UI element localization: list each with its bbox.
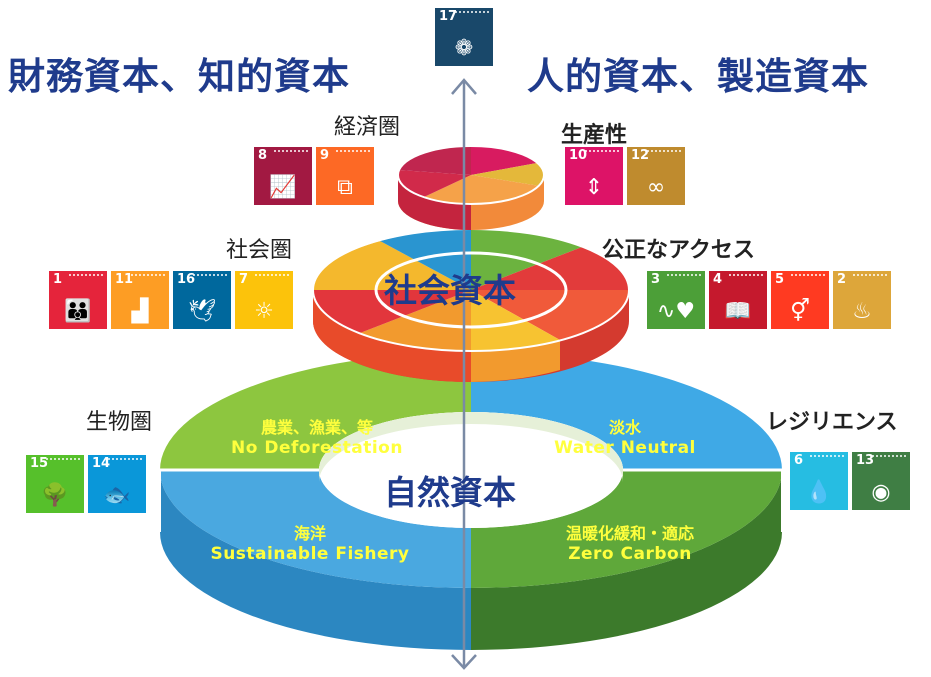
quadrant-bottom-left-label: 海洋 Sustainable Fishery	[180, 520, 440, 564]
sdg-goal-16-number: 16	[177, 272, 196, 287]
people-icon: 👪	[64, 299, 92, 324]
quadrant-bottom-left-en: Sustainable Fishery	[210, 544, 410, 564]
quadrant-top-left-label: 農業、漁業、等 No Deforestation	[192, 414, 442, 458]
sdg-goal-2-number: 2	[837, 272, 847, 287]
sdg-goal-5-number: 5	[775, 272, 785, 287]
sdg-goal-4-tile: 4 📖	[709, 271, 767, 329]
quadrant-bottom-right-en: Zero Carbon	[568, 544, 692, 564]
gender-icon: ⚥	[790, 299, 810, 324]
partnership-flower-icon: ❁	[454, 36, 474, 61]
sdg-goal-12-tile: 12 ∞	[627, 147, 685, 205]
label-natural-capital: 自然資本	[384, 473, 516, 512]
economy-tier	[397, 145, 545, 230]
label-fair-access: 公正なアクセス	[602, 238, 755, 263]
eye-globe-icon: ◉	[871, 480, 891, 505]
sdg-goal-8-tile: 8 📈	[254, 147, 312, 205]
sdg-goal-14-tile: 14 🐟	[88, 455, 146, 513]
sdg-goal-3-number: 3	[651, 272, 661, 287]
label-economy-sphere: 経済圏	[334, 115, 401, 140]
quadrant-top-right-jp: 淡水	[608, 418, 641, 437]
book-icon: 📖	[724, 299, 752, 324]
quadrant-top-right-en: Water Neutral	[554, 438, 696, 458]
sdg-goal-4-number: 4	[713, 272, 723, 287]
vertical-axis-arrow	[451, 78, 477, 670]
bowl-icon: ♨	[852, 299, 872, 324]
dove-icon: 🕊	[188, 299, 216, 324]
sdg-goal-11-tile: 11 ▟	[111, 271, 169, 329]
sdg-goal-2-tile: 2 ♨	[833, 271, 891, 329]
title-right: 人的資本、製造資本	[527, 55, 869, 98]
sdg-goal-5-tile: 5 ⚥	[771, 271, 829, 329]
sdg-goal-13-number: 13	[856, 453, 875, 468]
society-tier	[312, 228, 630, 382]
sdg-goal-1-number: 1	[53, 272, 63, 287]
water-drop-icon: 💧	[805, 480, 833, 505]
quadrant-top-left-en: No Deforestation	[231, 438, 403, 458]
label-social-capital: 社会資本	[384, 271, 516, 310]
quadrant-top-right	[471, 352, 782, 470]
sdg-goal-10-number: 10	[569, 148, 588, 163]
sun-icon: ☼	[254, 299, 274, 324]
sdg-goal-10-tile: 10 ⇕	[565, 147, 623, 205]
sdg-goal-6-tile: 6 💧	[790, 452, 848, 510]
quadrant-bottom-left	[160, 470, 471, 588]
sdg-goal-13-tile: 13 ◉	[852, 452, 910, 510]
quadrant-bottom-left-jp: 海洋	[293, 524, 326, 543]
quadrant-top-left	[160, 352, 471, 470]
sdg-goal-17-tile: 17 ❁	[435, 8, 493, 66]
sdg-goal-3-tile: 3 ∿♥	[647, 271, 705, 329]
label-resilience: レジリエンス	[766, 410, 898, 435]
infinity-icon: ∞	[646, 175, 666, 200]
label-productivity: 生産性	[561, 123, 628, 148]
fish-icon: 🐟	[103, 483, 131, 508]
equality-arrows-icon: ⇕	[584, 175, 604, 200]
sdg-goal-1-tile: 1 👪	[49, 271, 107, 329]
quadrant-top-right-label: 淡水 Water Neutral	[500, 414, 750, 458]
sdg-goal-14-number: 14	[92, 456, 111, 471]
title-left: 財務資本、知的資本	[8, 55, 350, 98]
sdg-goal-7-tile: 7 ☼	[235, 271, 293, 329]
city-icon: ▟	[131, 299, 149, 324]
tree-bird-icon: 🌳	[41, 483, 69, 508]
sdg-goal-16-tile: 16 🕊	[173, 271, 231, 329]
sdg-goal-8-number: 8	[258, 148, 268, 163]
sdg-goal-9-number: 9	[320, 148, 330, 163]
quadrant-bottom-right-jp: 温暖化緩和・適応	[565, 524, 694, 543]
label-biosphere: 生物圏	[86, 410, 153, 435]
quadrant-bottom-right	[471, 470, 782, 588]
sdg-goal-7-number: 7	[239, 272, 249, 287]
label-society-sphere: 社会圏	[226, 238, 293, 263]
sdg-goal-15-tile: 15 🌳	[26, 455, 84, 513]
biosphere-ring	[159, 352, 783, 650]
sdg-goal-9-tile: 9 ⧉	[316, 147, 374, 205]
quadrant-top-left-jp: 農業、漁業、等	[260, 418, 373, 437]
growth-chart-icon: 📈	[269, 175, 297, 200]
cubes-icon: ⧉	[337, 175, 353, 200]
sdg-goal-11-number: 11	[115, 272, 134, 287]
sdg-goal-15-number: 15	[30, 456, 49, 471]
heartbeat-icon: ∿♥	[656, 299, 696, 324]
sdg-goal-12-number: 12	[631, 148, 650, 163]
sdg-goal-17-number: 17	[439, 9, 458, 24]
sdg-goal-6-number: 6	[794, 453, 804, 468]
quadrant-bottom-right-label: 温暖化緩和・適応 Zero Carbon	[505, 520, 755, 564]
